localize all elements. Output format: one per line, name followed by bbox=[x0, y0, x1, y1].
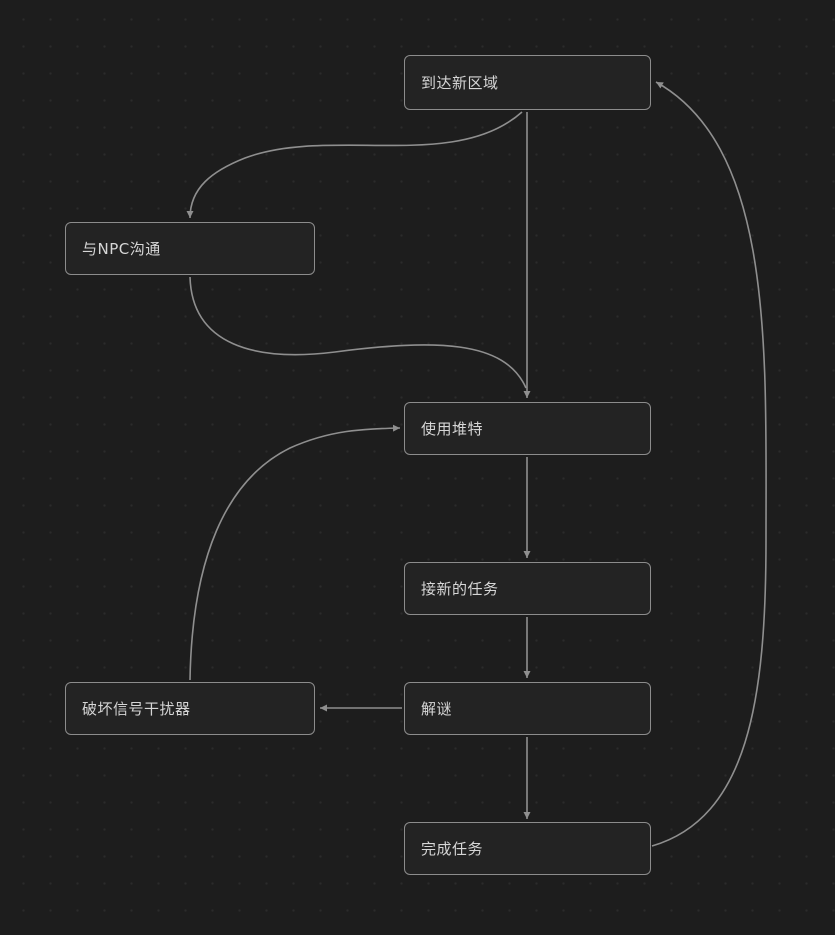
node-destroy-jammer[interactable]: 破坏信号干扰器 bbox=[65, 682, 315, 735]
node-solve-puzzle[interactable]: 解谜 bbox=[404, 682, 651, 735]
node-label: 解谜 bbox=[421, 700, 453, 718]
node-label: 使用堆特 bbox=[421, 420, 484, 438]
node-talk-npc[interactable]: 与NPC沟通 bbox=[65, 222, 315, 275]
edge-arrive-to-npc[interactable] bbox=[186, 111, 523, 219]
node-label: 与NPC沟通 bbox=[82, 240, 161, 258]
edge-npc-to-use-duite[interactable] bbox=[189, 276, 527, 389]
edge-complete-to-arrive[interactable] bbox=[651, 81, 767, 847]
node-accept-new-task[interactable]: 接新的任务 bbox=[404, 562, 651, 615]
node-use-duite[interactable]: 使用堆特 bbox=[404, 402, 651, 455]
node-label: 接新的任务 bbox=[421, 580, 499, 598]
node-label: 到达新区域 bbox=[421, 74, 499, 92]
node-label: 完成任务 bbox=[421, 840, 484, 858]
node-arrive-new-area[interactable]: 到达新区域 bbox=[404, 55, 651, 110]
edge-jammer-to-use-duite[interactable] bbox=[189, 424, 401, 681]
node-complete-task[interactable]: 完成任务 bbox=[404, 822, 651, 875]
node-label: 破坏信号干扰器 bbox=[82, 700, 191, 718]
